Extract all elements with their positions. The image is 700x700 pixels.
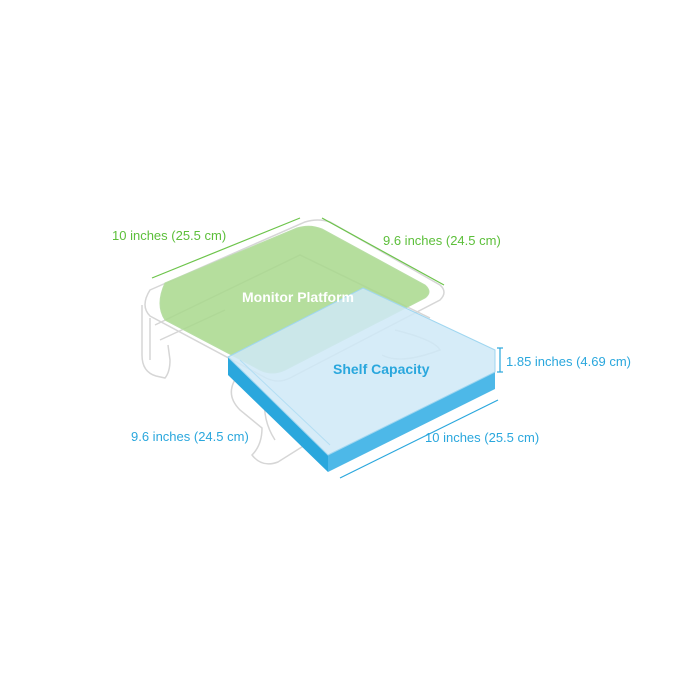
shelf-depth-text: 9.6 inches (24.5 cm)	[131, 429, 249, 444]
platform-depth-line	[321, 217, 445, 286]
blue-dimension-lines	[339, 347, 503, 479]
shelf-capacity-label: Shelf Capacity	[333, 361, 430, 377]
platform-width-text: 10 inches (25.5 cm)	[112, 228, 226, 243]
shelf-height-text: 1.85 inches (4.69 cm)	[506, 354, 631, 369]
monitor-platform-surface	[159, 225, 430, 374]
green-dimension-lines	[151, 217, 445, 286]
platform-depth-text: 9.6 inches (24.5 cm)	[383, 233, 501, 248]
shelf-width-text: 10 inches (25.5 cm)	[425, 430, 539, 445]
monitor-platform-label: Monitor Platform	[242, 289, 354, 305]
shelf-capacity-box	[227, 287, 496, 472]
shelf-width-line	[339, 399, 499, 479]
platform-width-line	[151, 217, 301, 279]
